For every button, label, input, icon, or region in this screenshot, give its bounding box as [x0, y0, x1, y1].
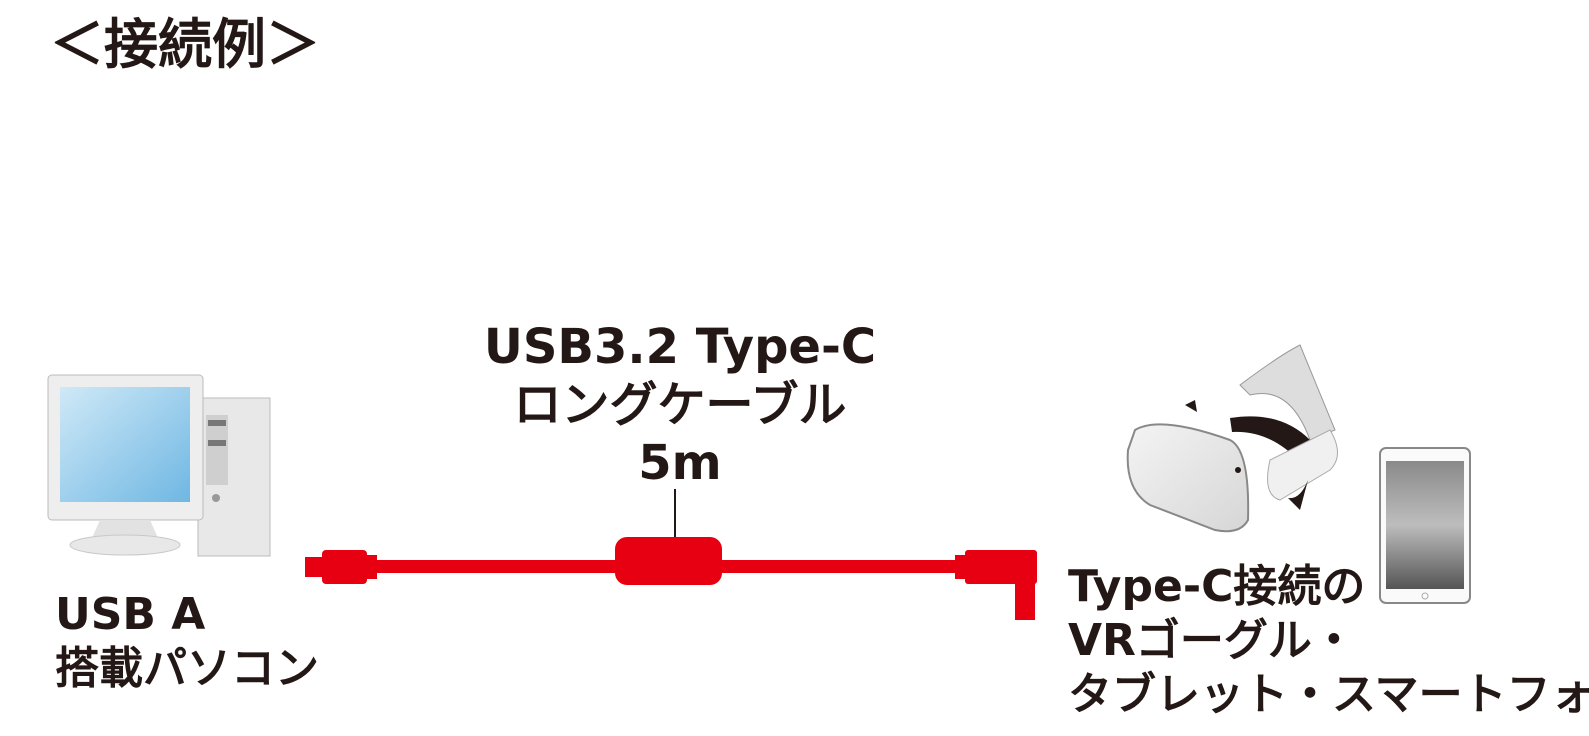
cable-label: USB3.2 Type-C ロングケーブル 5m	[440, 318, 920, 492]
type-c-connector-angled	[965, 550, 1037, 584]
usb-a-connector	[322, 550, 367, 584]
source-label-line1: USB A	[55, 589, 206, 640]
cable-label-line2: ロングケーブル	[513, 377, 847, 433]
cable-segment-right	[720, 560, 960, 573]
target-label-line3: タブレット・スマートフォンなど	[1068, 669, 1589, 720]
tablet-icon	[1379, 447, 1471, 604]
cable-label-line1: USB3.2 Type-C	[483, 319, 877, 375]
cable-chip-box	[615, 537, 722, 585]
target-label-line1: Type-C接続の	[1068, 561, 1366, 612]
target-label: Type-C接続の VRゴーグル・ タブレット・スマートフォンなど	[1068, 560, 1589, 722]
diagram-title: ＜接続例＞	[50, 13, 320, 76]
source-label-line2: 搭載パソコン	[55, 643, 319, 694]
target-label-line2: VRゴーグル・	[1068, 615, 1356, 666]
cable-label-line3: 5m	[638, 435, 722, 491]
type-c-plug	[1015, 580, 1035, 620]
vr-headset-icon	[1126, 344, 1338, 533]
desktop-pc-icon	[47, 374, 271, 557]
source-label: USB A 搭載パソコン	[55, 588, 319, 696]
cable-segment-left	[375, 560, 620, 573]
usb-cable	[305, 537, 1037, 620]
